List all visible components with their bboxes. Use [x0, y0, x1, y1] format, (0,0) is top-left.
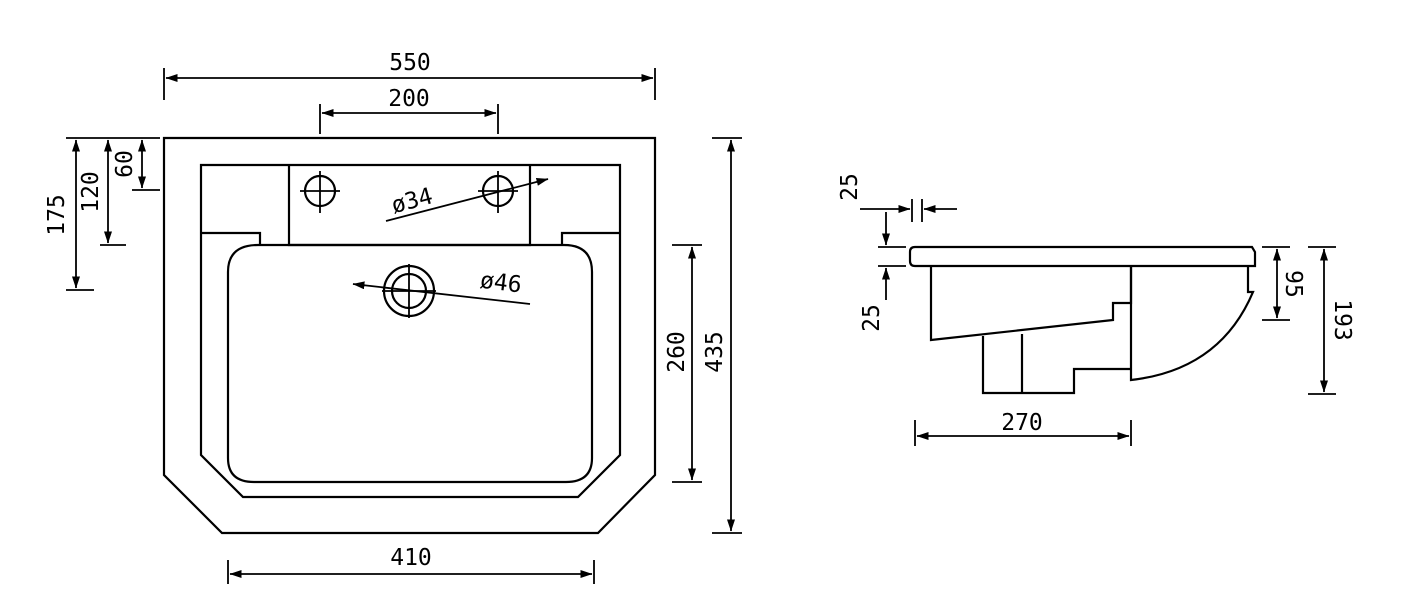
dim-overall-height-label: 193 [1329, 299, 1355, 341]
dim-front-width: 410 [227, 545, 595, 584]
dim-rim-thickness: 25 [859, 212, 906, 332]
bowl-outline [226, 243, 594, 484]
dim-bowl-depth: 260 [664, 246, 696, 481]
side-bowl-curve [1129, 266, 1255, 382]
dim-bowl-depth-label: 260 [664, 331, 690, 373]
dim-overall-height: 193 [1308, 246, 1355, 395]
dim-overall-depth-label: 435 [702, 331, 728, 373]
dim-tap-hole-spacing: 200 [319, 86, 499, 134]
basin-side-view: 25 25 95 193 270 [837, 173, 1355, 446]
dim-depth-to-tap-deck: 120 [78, 139, 112, 244]
dim-overall-depth: 435 [702, 139, 735, 532]
dim-depth-to-waste: 175 [44, 139, 80, 289]
dim-front-width-label: 410 [390, 545, 432, 571]
dim-rim-overhang-label: 25 [837, 173, 863, 201]
dim-depth-to-tap-deck-label: 120 [78, 171, 104, 213]
dim-rim-overhang: 25 [837, 173, 957, 222]
dim-tap-hole-spacing-label: 200 [388, 86, 430, 112]
ledge-right [560, 231, 620, 245]
dim-waste-diameter: ø46 [352, 268, 531, 305]
dim-overall-width-label: 550 [389, 50, 431, 76]
basin-top-view: 550 200 ø34 ø46 410 [44, 50, 742, 584]
dim-rim-height: 95 [1262, 246, 1306, 321]
dim-tap-hole-diameter: ø34 [385, 178, 549, 222]
basin-inner-rim [199, 163, 622, 499]
tap-hole-left [300, 171, 340, 213]
ledge-left [201, 231, 262, 245]
side-rim [908, 245, 1257, 268]
dim-depth-to-waste-label: 175 [44, 194, 70, 236]
dim-overall-width: 550 [163, 50, 656, 100]
dim-rim-height-label: 95 [1280, 270, 1306, 298]
dim-waste-diameter-label: ø46 [479, 268, 523, 299]
side-body [929, 266, 1133, 342]
dim-base-width: 270 [914, 410, 1132, 446]
basin-outer-outline [162, 136, 657, 535]
dim-depth-to-tap-holes: 60 [112, 139, 146, 189]
dim-depth-to-tap-holes-label: 60 [112, 150, 138, 178]
dim-tap-hole-diameter-label: ø34 [389, 183, 436, 219]
side-pedestal [981, 336, 1131, 395]
dim-rim-thickness-label: 25 [859, 304, 885, 332]
dim-base-width-label: 270 [1001, 410, 1043, 436]
